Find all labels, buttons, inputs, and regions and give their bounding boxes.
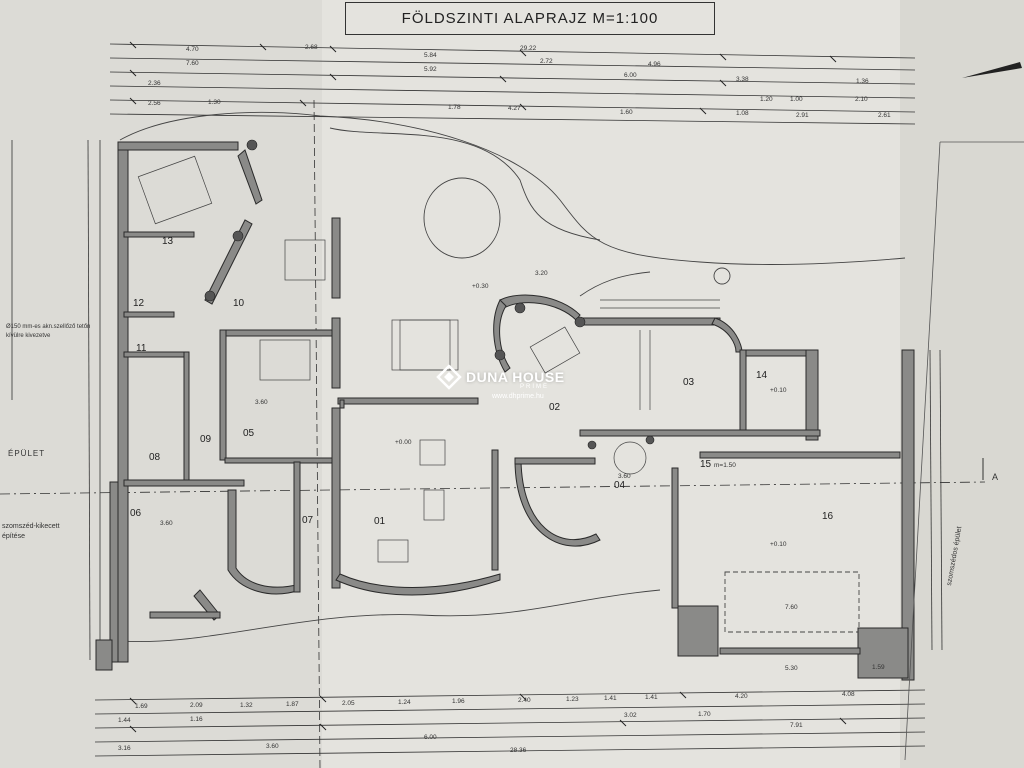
top-dim: 2.56 <box>148 100 161 107</box>
duna-house-logo-icon <box>436 364 462 390</box>
note-r05: 3.60 <box>255 399 268 406</box>
top-dim: 2.68 <box>305 44 318 51</box>
top-dim: 1.60 <box>620 109 633 116</box>
bottom-dim: 2.09 <box>190 702 203 709</box>
top-dim: 2.61 <box>878 112 891 119</box>
top-dim: 4.27 <box>508 105 521 112</box>
room-label-14: 14 <box>756 370 768 381</box>
bottom-dim: 3.60 <box>266 743 279 750</box>
room-label-06: 06 <box>130 508 142 519</box>
bottom-dim: 1.59 <box>872 664 885 671</box>
bottom-dim: 1.44 <box>118 717 131 724</box>
paper-main-panel <box>322 0 922 768</box>
room-label-09: 09 <box>200 434 212 445</box>
bottom-dim: 1.87 <box>286 701 299 708</box>
bottom-dim: 1.96 <box>452 698 465 705</box>
top-dim: 2.10 <box>855 96 868 103</box>
bottom-dim: 5.30 <box>785 665 798 672</box>
note-r15: m=1.50 <box>714 462 736 469</box>
bottom-dim: 7.91 <box>790 722 803 729</box>
room-label-16: 16 <box>822 511 834 522</box>
room-label-05: 05 <box>243 428 255 439</box>
top-dim: 1.00 <box>790 96 803 103</box>
bottom-dim: 1.32 <box>240 702 253 709</box>
top-dim: 1.78 <box>448 104 461 111</box>
top-dim: 3.38 <box>736 76 749 83</box>
paper-left-panel <box>0 0 330 768</box>
room-label-02: 02 <box>549 402 561 413</box>
room-label-08: 08 <box>149 452 161 463</box>
note-r16: +0.10 <box>770 541 787 548</box>
top-dim: 2.91 <box>796 112 809 119</box>
watermark-brand: DUNA HOUSE <box>466 369 565 385</box>
left-building-label: ÉPÜLET <box>8 449 46 458</box>
note-760: 7.60 <box>785 604 798 611</box>
neighbor-build-label: szomszéd-kikecett építése <box>2 523 60 540</box>
bottom-dim: 4.20 <box>735 693 748 700</box>
bottom-dim: 2.40 <box>518 697 531 704</box>
bottom-dim: 4.08 <box>842 691 855 698</box>
top-dim: 1.36 <box>856 78 869 85</box>
top-dim: 4.70 <box>186 46 199 53</box>
room-label-15: 15 <box>700 459 712 470</box>
bottom-dim: 28.36 <box>510 747 527 754</box>
top-dim: 6.00 <box>624 72 637 79</box>
watermark-url: www.dhprime.hu <box>492 393 544 400</box>
room-label-11: 11 <box>136 343 147 354</box>
top-dim: 7.60 <box>186 60 199 67</box>
bottom-dim: 1.69 <box>135 703 148 710</box>
bottom-dim: 3.16 <box>118 745 131 752</box>
bottom-dim: 1.41 <box>645 694 658 701</box>
top-dim: 1.08 <box>736 110 749 117</box>
top-dim: 1.20 <box>760 96 773 103</box>
paper-right-panel <box>900 0 1024 768</box>
room-label-07: 07 <box>302 515 314 526</box>
room-label-03: 03 <box>683 377 695 388</box>
top-dim: 5.84 <box>424 52 437 59</box>
top-dim: 5.92 <box>424 66 437 73</box>
watermark-logo: DUNA HOUSE <box>436 364 565 390</box>
room-label-12: 12 <box>133 298 145 309</box>
note-r04: 3.60 <box>618 473 631 480</box>
note-320: 3.20 <box>535 270 548 277</box>
room-label-04: 04 <box>614 480 626 491</box>
ventilation-note: Ø150 mm-es akn.szellőző tetőn kívülre ki… <box>6 324 91 339</box>
top-dim: 2.36 <box>148 80 161 87</box>
note-030: +0.30 <box>472 283 489 290</box>
bottom-dim: 1.24 <box>398 699 411 706</box>
section-mark-label: A <box>992 472 999 482</box>
bottom-dim: 3.02 <box>624 712 637 719</box>
room-label-01: 01 <box>374 516 386 527</box>
note-000: +0.00 <box>395 439 412 446</box>
room-label-13: 13 <box>162 236 174 247</box>
note-r14: +0.10 <box>770 387 787 394</box>
bottom-dim: 1.70 <box>698 711 711 718</box>
bottom-dim: 1.16 <box>190 716 203 723</box>
watermark-sub: PRIME <box>520 384 550 390</box>
room-label-10: 10 <box>233 298 245 309</box>
north-arrow-icon <box>962 62 1022 78</box>
plan-title: FÖLDSZINTI ALAPRAJZ M=1:100 <box>345 2 715 35</box>
bottom-dim: 1.23 <box>566 696 579 703</box>
top-dim: 4.96 <box>648 61 661 68</box>
bottom-dim: 2.05 <box>342 700 355 707</box>
top-dim: 29.22 <box>520 45 537 52</box>
top-dim: 1.30 <box>208 99 221 106</box>
top-dim: 2.72 <box>540 58 553 65</box>
note-r06: 3.60 <box>160 520 173 527</box>
bottom-dim: 6.00 <box>424 734 437 741</box>
bottom-dim: 1.41 <box>604 695 617 702</box>
